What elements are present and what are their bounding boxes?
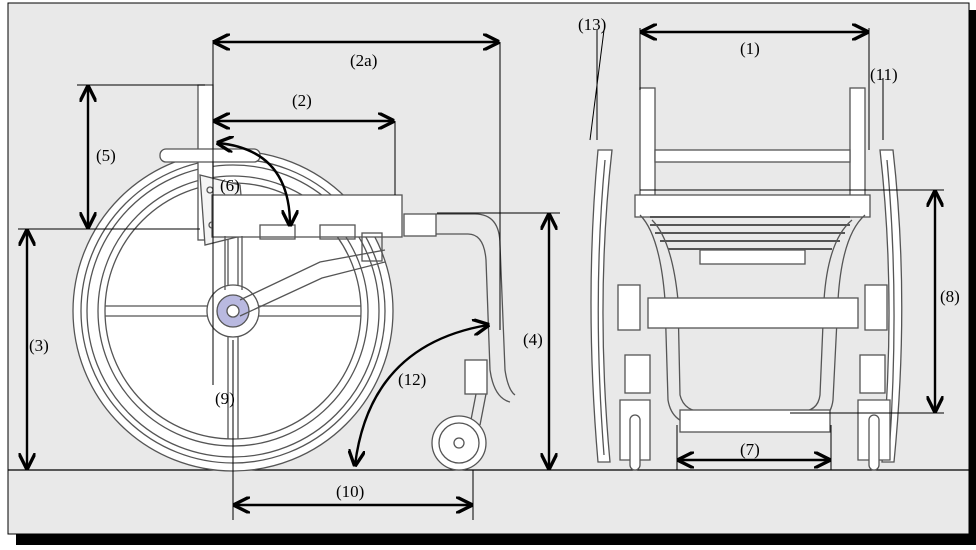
right-wheel-front: [879, 149, 903, 463]
label-seat-depth: (2): [292, 91, 312, 110]
dimension-lines: [18, 28, 944, 520]
label-overall-width: (11): [870, 65, 898, 84]
label-footrest-angle: (12): [398, 370, 426, 389]
label-backrest-angle: (6): [220, 176, 240, 195]
seat-cushion: [634, 194, 871, 218]
push-handle: [159, 148, 261, 163]
label-wheelbase: (10): [336, 482, 364, 501]
dimension-labels: (2a) (2) (5) (6) (3) (4) (9) (12) (10) (…: [29, 15, 960, 501]
label-overall-length: (2a): [350, 51, 377, 70]
backrest-crossbar: [654, 149, 851, 163]
dim-arc-12: [355, 325, 488, 465]
label-backrest-height: (5): [96, 146, 116, 165]
label-axle-point: (9): [215, 389, 235, 408]
caster-housing: [464, 359, 488, 395]
front-view-wheelchair: [590, 87, 903, 471]
label-seat-height-rear: (3): [29, 336, 49, 355]
footrest-plate: [679, 409, 831, 433]
label-seat-width: (1): [740, 39, 760, 58]
caster-wheel: [431, 415, 487, 471]
left-wheel-front: [590, 149, 613, 463]
label-wheel-camber: (13): [578, 15, 606, 34]
label-front-height: (8): [940, 287, 960, 306]
dim-arc-6: [218, 143, 290, 225]
label-footrest-width: (7): [740, 440, 760, 459]
label-seat-height-front: (4): [523, 330, 543, 349]
seat-rail: [211, 194, 403, 238]
